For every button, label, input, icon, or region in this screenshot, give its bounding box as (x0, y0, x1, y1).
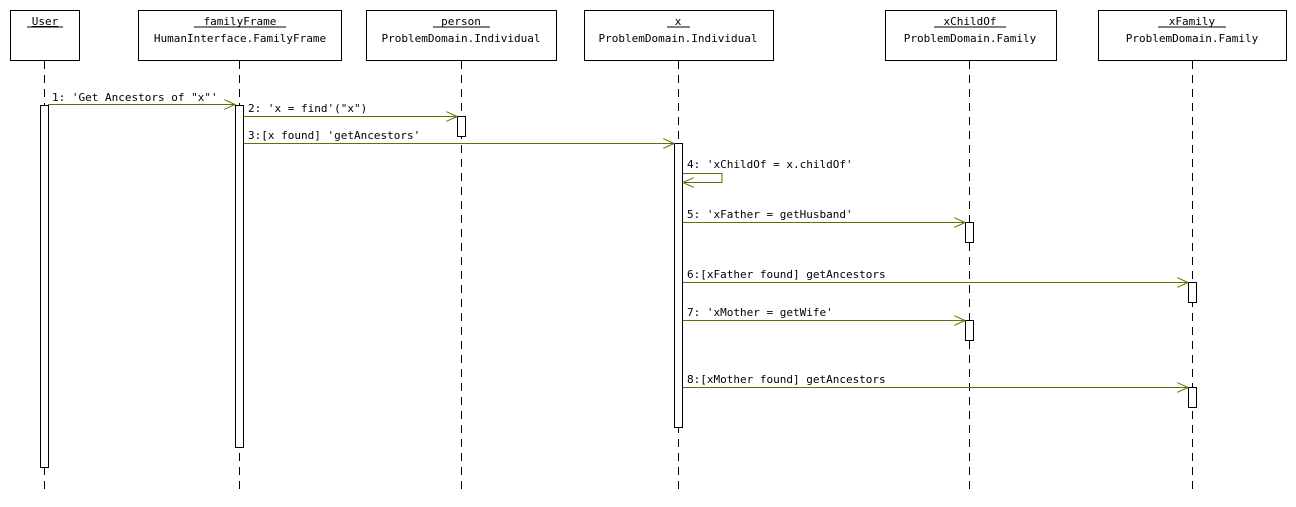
activation-x (674, 143, 683, 428)
participant-name: xFamily (1169, 15, 1216, 28)
participant-xChildOf: xChildOf ProblemDomain.Family (885, 10, 1057, 61)
message-label: 3:[x found] 'getAncestors' (248, 129, 420, 142)
message-3: 3:[x found] 'getAncestors' (244, 129, 674, 144)
activation-xFamily-1 (1188, 282, 1197, 303)
participant-name: x (675, 15, 682, 28)
participant-name: xChildOf (944, 15, 997, 28)
message-6: 6:[xFather found] getAncestors (683, 268, 1188, 283)
participant-type: HumanInterface.FamilyFrame (154, 32, 326, 45)
message-label: 1: 'Get Ancestors of "x"' (52, 91, 218, 104)
participant-type: ProblemDomain.Individual (599, 32, 758, 45)
participant-xFamily: xFamily ProblemDomain.Family (1098, 10, 1287, 61)
message-label: 2: 'x = find'("x") (248, 102, 367, 115)
participant-user: User (10, 10, 80, 61)
message-label: 5: 'xFather = getHusband' (687, 208, 853, 221)
activation-xChildOf-2 (965, 320, 974, 341)
participant-type: ProblemDomain.Individual (382, 32, 541, 45)
message-1: 1: 'Get Ancestors of "x"' (48, 91, 235, 105)
activation-xFamily-2 (1188, 387, 1197, 408)
message-5: 5: 'xFather = getHusband' (683, 208, 965, 223)
message-label: 4: 'xChildOf = x.childOf' (687, 158, 853, 171)
message-label: 6:[xFather found] getAncestors (687, 268, 886, 281)
participant-name: person (441, 15, 481, 28)
participant-name: familyFrame (204, 15, 277, 28)
message-7: 7: 'xMother = getWife' (683, 306, 965, 321)
participant-type: ProblemDomain.Family (904, 32, 1037, 45)
participant-name: User (32, 15, 59, 28)
participant-type: ProblemDomain.Family (1126, 32, 1259, 45)
message-4: 4: 'xChildOf = x.childOf' (683, 158, 853, 183)
participant-person: person ProblemDomain.Individual (366, 10, 557, 61)
activation-familyFrame (235, 105, 244, 448)
activation-xChildOf-1 (965, 222, 974, 243)
message-label: 8:[xMother found] getAncestors (687, 373, 886, 386)
participant-familyFrame: familyFrame HumanInterface.FamilyFrame (138, 10, 342, 61)
self-message-arrow (683, 173, 723, 183)
message-label: 7: 'xMother = getWife' (687, 306, 833, 319)
activation-user (40, 105, 49, 468)
message-2: 2: 'x = find'("x") (244, 102, 457, 117)
participant-x: x ProblemDomain.Individual (584, 10, 774, 61)
activation-person (457, 116, 466, 137)
message-8: 8:[xMother found] getAncestors (683, 373, 1188, 388)
